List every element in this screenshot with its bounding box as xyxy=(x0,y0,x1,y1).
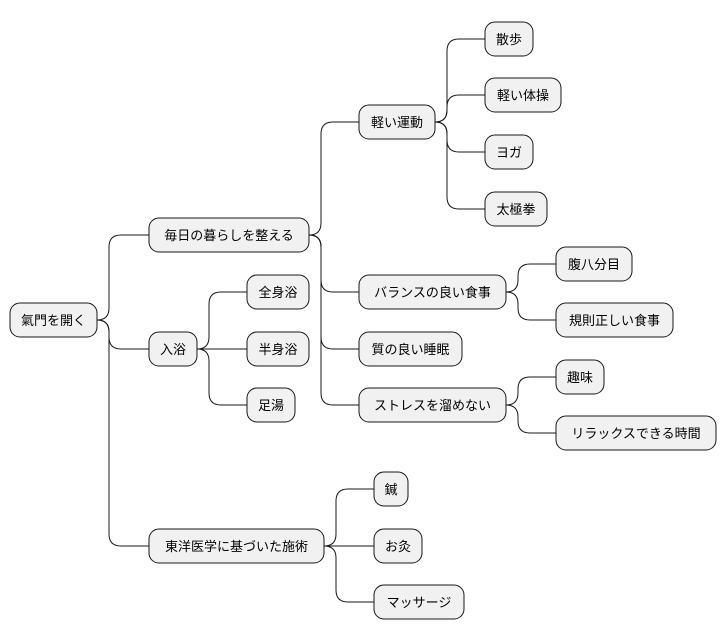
node-label: 鍼 xyxy=(384,482,397,498)
node-box xyxy=(246,331,310,367)
node-label: 全身浴 xyxy=(258,285,297,301)
node-light-exercise: 軽い運動 xyxy=(358,104,436,140)
node-daily-life: 毎日の暮らしを整える xyxy=(148,217,310,253)
node-box xyxy=(555,359,605,395)
node-walk: 散歩 xyxy=(484,21,534,57)
node-box xyxy=(373,584,465,620)
node-box xyxy=(358,387,507,423)
edge-node-oriental-medicine-to-node-acupuncture xyxy=(323,488,374,547)
edge-node-bathing-to-node-full-bath xyxy=(196,291,247,350)
node-label: 足湯 xyxy=(258,399,284,414)
node-box xyxy=(555,246,633,282)
node-box xyxy=(358,274,507,310)
node-label: 入浴 xyxy=(160,343,186,358)
edge-node-daily-life-to-node-balanced-diet xyxy=(308,234,359,293)
node-box xyxy=(484,77,562,113)
node-half-bath: 半身浴 xyxy=(246,331,310,367)
node-box xyxy=(148,528,325,564)
edge-node-daily-life-to-node-light-exercise xyxy=(308,121,359,236)
node-label: 毎日の暮らしを整える xyxy=(164,228,294,244)
node-balanced-diet: バランスの良い食事 xyxy=(358,274,507,310)
node-box xyxy=(484,191,548,227)
node-label: ヨガ xyxy=(496,146,522,161)
node-box xyxy=(484,21,534,57)
node-oriental-medicine: 東洋医学に基づいた施術 xyxy=(148,528,325,564)
node-bathing: 入浴 xyxy=(148,331,198,367)
node-label: 氣門を開く xyxy=(21,314,86,329)
node-box xyxy=(555,302,674,338)
node-taichi: 太極拳 xyxy=(484,191,548,227)
node-light-gymnastics: 軽い体操 xyxy=(484,77,562,113)
node-box xyxy=(9,302,98,338)
node-label: 半身浴 xyxy=(258,342,297,358)
node-label: 質の良い睡眠 xyxy=(371,342,449,358)
node-label: バランスの良い食事 xyxy=(374,285,491,301)
node-label: 軽い運動 xyxy=(371,116,423,131)
node-box xyxy=(148,217,310,253)
node-label: 散歩 xyxy=(496,33,522,48)
node-label: 東洋医学に基づいた施術 xyxy=(165,539,308,555)
node-box xyxy=(555,415,717,451)
edge-node-balanced-diet-to-node-regular-meals xyxy=(505,291,556,321)
edge-node-balanced-diet-to-node-eat-moderately xyxy=(505,263,556,293)
node-label: ストレスを溜めない xyxy=(374,399,491,414)
node-label: お灸 xyxy=(385,540,411,555)
edge-node-root-to-node-bathing xyxy=(96,319,149,350)
node-yoga: ヨガ xyxy=(484,134,534,170)
node-box xyxy=(148,331,198,367)
edge-node-light-exercise-to-node-walk xyxy=(434,38,485,123)
node-label: リラックスできる時間 xyxy=(571,427,700,442)
edge-node-root-to-node-daily-life xyxy=(96,234,149,321)
edge-node-no-stress-to-node-hobby xyxy=(505,376,556,406)
edge-node-bathing-to-node-foot-bath xyxy=(196,348,247,406)
node-box xyxy=(358,104,436,140)
node-box xyxy=(246,274,310,310)
node-label: マッサージ xyxy=(387,596,452,611)
edge-node-no-stress-to-node-relax-time xyxy=(505,404,556,434)
node-label: 軽い体操 xyxy=(497,88,549,104)
node-root: 氣門を開く xyxy=(9,302,98,338)
node-regular-meals: 規則正しい食事 xyxy=(555,302,674,338)
node-label: 腹八分目 xyxy=(568,257,620,273)
node-quality-sleep: 質の良い睡眠 xyxy=(358,331,463,367)
edge-node-light-exercise-to-node-yoga xyxy=(434,121,485,153)
edge-node-light-exercise-to-node-light-gymnastics xyxy=(434,94,485,123)
node-massage: マッサージ xyxy=(373,584,465,620)
mindmap-edges xyxy=(96,38,556,603)
node-acupuncture: 鍼 xyxy=(373,471,409,507)
node-label: 太極拳 xyxy=(496,202,535,218)
node-no-stress: ストレスを溜めない xyxy=(358,387,507,423)
node-foot-bath: 足湯 xyxy=(246,387,296,423)
edge-node-root-to-node-oriental-medicine xyxy=(96,319,149,547)
node-hobby: 趣味 xyxy=(555,359,605,395)
node-label: 規則正しい食事 xyxy=(569,313,660,329)
node-label: 趣味 xyxy=(567,371,593,386)
node-box xyxy=(358,331,463,367)
node-full-bath: 全身浴 xyxy=(246,274,310,310)
edge-node-light-exercise-to-node-taichi xyxy=(434,121,485,210)
node-box xyxy=(484,134,534,170)
node-relax-time: リラックスできる時間 xyxy=(555,415,717,451)
node-box xyxy=(373,528,423,564)
node-eat-moderately: 腹八分目 xyxy=(555,246,633,282)
edge-node-daily-life-to-node-no-stress xyxy=(308,234,359,406)
node-box xyxy=(373,471,409,507)
node-moxibustion: お灸 xyxy=(373,528,423,564)
node-box xyxy=(246,387,296,423)
edge-node-oriental-medicine-to-node-massage xyxy=(323,545,374,603)
